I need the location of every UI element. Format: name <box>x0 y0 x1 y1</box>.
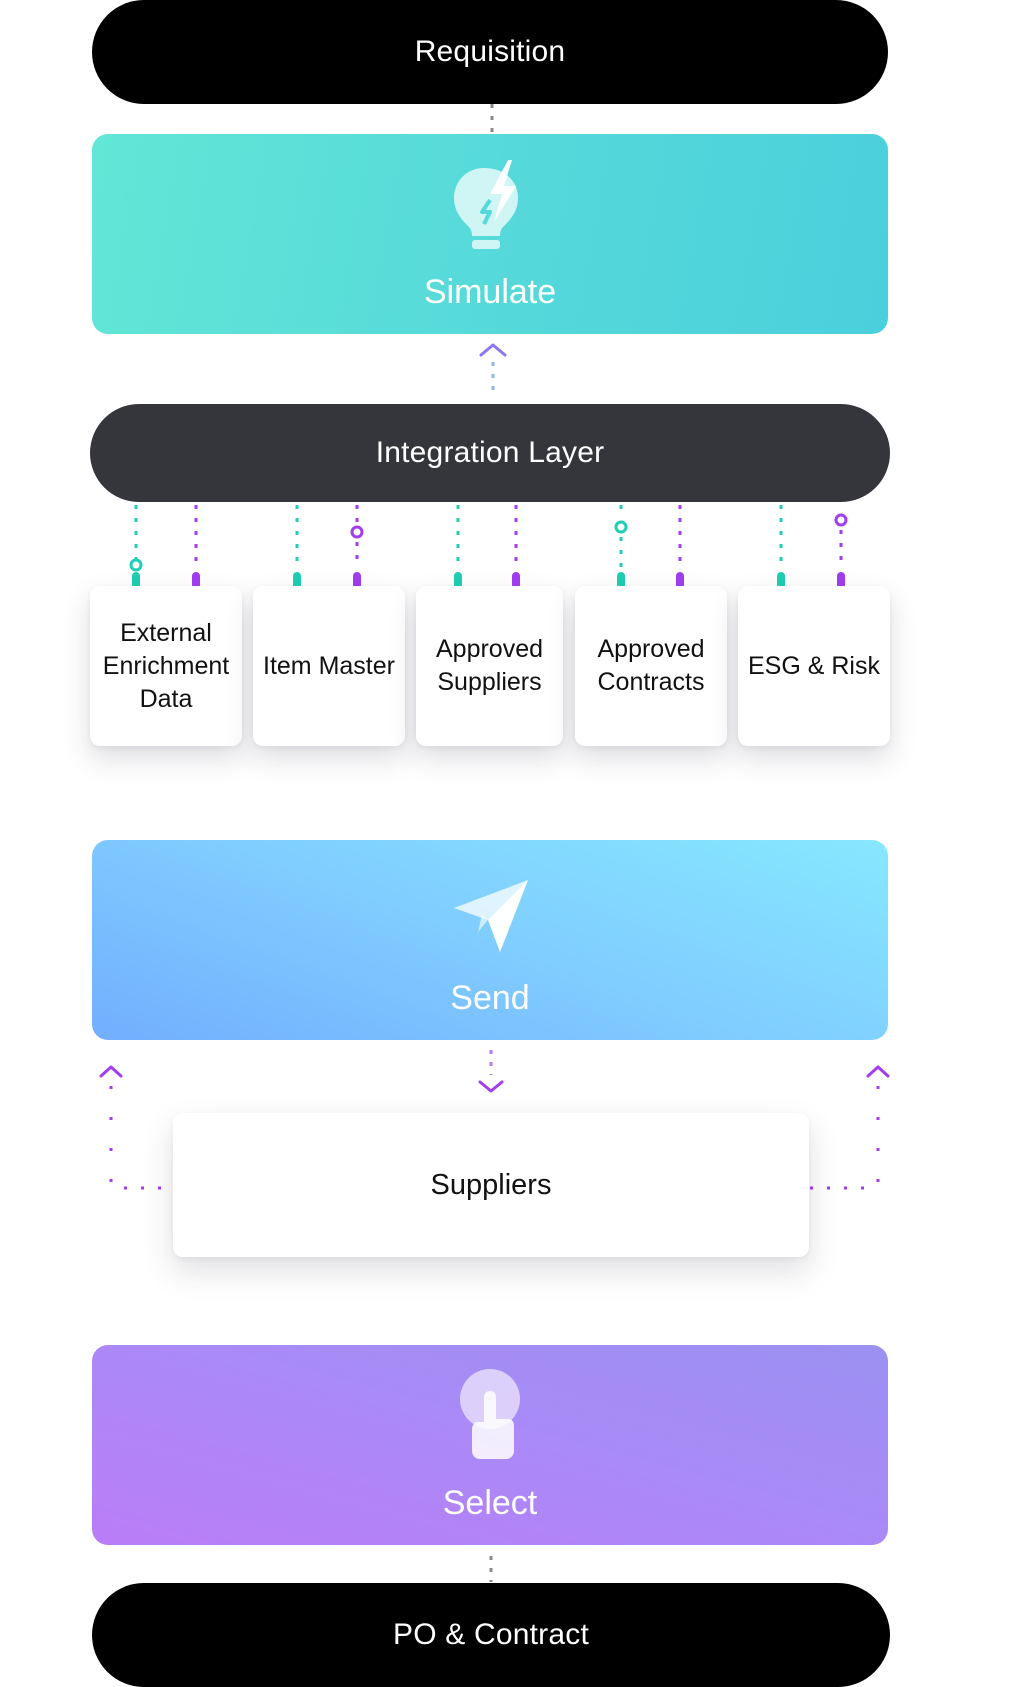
requisition-label: Requisition <box>414 35 566 68</box>
simulate-label: Simulate <box>423 273 557 311</box>
lightbulb-bolt-icon <box>454 160 518 249</box>
arrow-down-icon <box>478 1080 504 1093</box>
requisition-node: Requisition <box>92 0 888 104</box>
source-card-label: ESG & Risk <box>748 651 880 680</box>
send-label: Send <box>450 979 530 1017</box>
simulate-stage: Simulate <box>92 134 888 334</box>
source-card-label: Approved Suppliers <box>435 635 544 696</box>
integration-layer-node: Integration Layer <box>90 404 890 502</box>
source-card-external-enrichment: External Enrichment Data <box>90 586 242 746</box>
select-label: Select <box>442 1484 538 1522</box>
po-contract-label: PO & Contract <box>392 1618 589 1651</box>
arrow-up-icon <box>479 343 507 357</box>
integration-layer-label: Integration Layer <box>375 436 605 469</box>
source-card-label: Approved Contracts <box>597 635 705 696</box>
connector-suppliers-send-left <box>99 1065 180 1190</box>
source-card-approved-contracts: Approved Contracts <box>575 586 727 746</box>
suppliers-node: Suppliers <box>173 1113 809 1257</box>
source-card-approved-suppliers: Approved Suppliers <box>416 586 563 746</box>
suppliers-label: Suppliers <box>430 1168 552 1201</box>
connector-suppliers-send-right <box>810 1065 890 1190</box>
select-stage: Select <box>92 1345 888 1545</box>
source-connectors <box>129 505 848 598</box>
source-card-item-master: Item Master <box>253 586 405 746</box>
source-card-label: Item Master <box>263 651 395 680</box>
hand-pointer-icon <box>460 1369 520 1459</box>
po-contract-node: PO & Contract <box>92 1583 890 1687</box>
arrow-up-icon <box>99 1065 123 1078</box>
paper-plane-icon <box>454 880 528 952</box>
send-stage: Send <box>92 840 888 1040</box>
source-card-label: External Enrichment Data <box>102 618 230 713</box>
arrow-up-icon <box>866 1065 890 1078</box>
source-card-esg-risk: ESG & Risk <box>738 586 890 746</box>
